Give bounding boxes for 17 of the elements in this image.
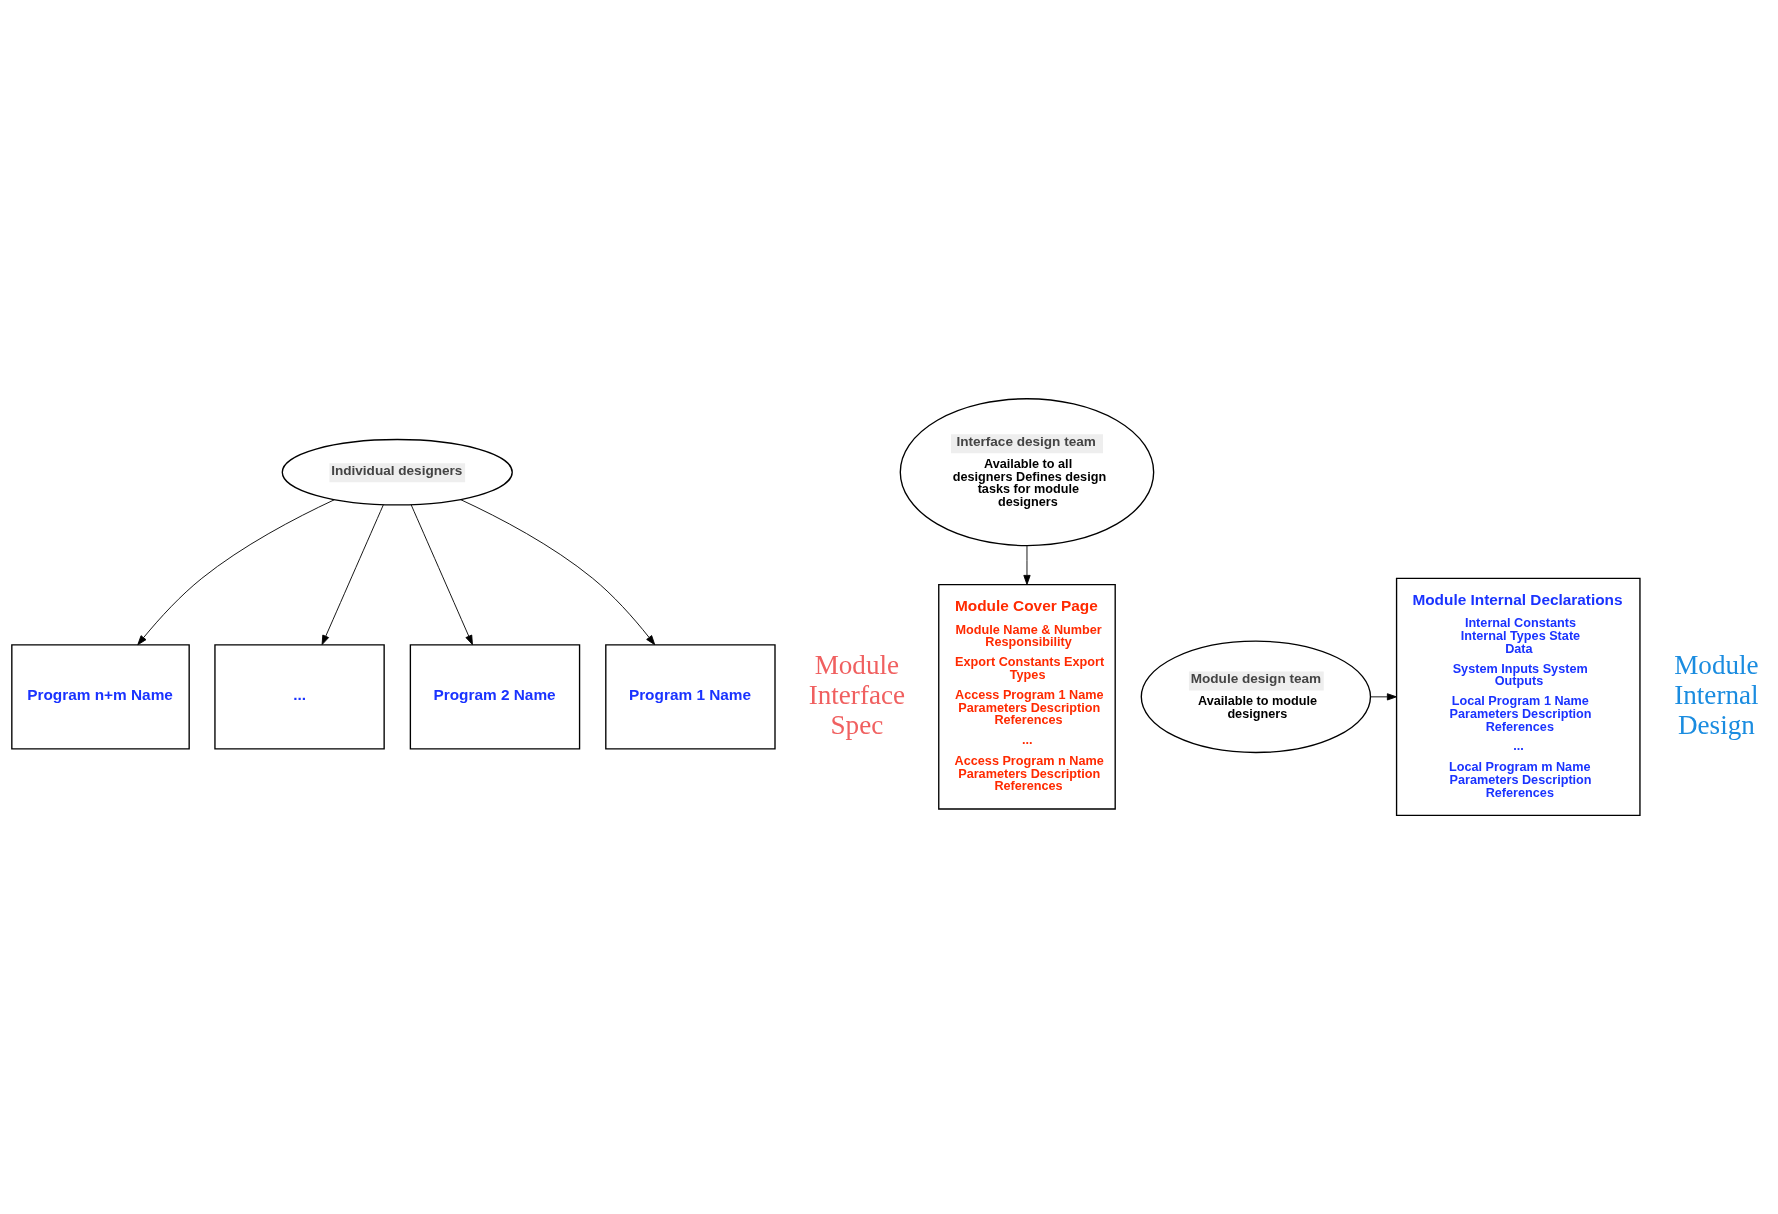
arrow — [460, 499, 656, 646]
arrow — [321, 504, 384, 646]
node-ellipse: Interface design team Available to all designers Defines design tasks for module designers — [899, 398, 1155, 547]
node-box: Program n+m Name — [11, 644, 190, 750]
node-box: Module Cover Page Module Name & Number Responsibility Export Constants Export Types Access Program 1 Name Parameters Description References ... Access Program n Name Parameters Description References — [938, 584, 1116, 810]
arrow — [137, 499, 335, 646]
node-ellipse: Module design team Available to module designers — [1140, 640, 1372, 754]
node-box: Program 2 Name — [409, 644, 581, 750]
node-ellipse: Individual designers — [281, 438, 513, 506]
arrow — [410, 504, 473, 646]
label: Module Internal Design — [1674, 649, 1759, 740]
node-box: Program 1 Name — [605, 644, 776, 750]
node-box: Module Internal Declarations Internal Constants Internal Types State Data System Inputs System Outputs Local Program 1 Name Parameters Description References ... Local Program m Name Parameters Description References — [1395, 577, 1641, 817]
arrow — [1023, 545, 1031, 585]
node-box: ... — [214, 644, 385, 750]
arrow — [1369, 693, 1397, 701]
label: Module Interface Spec — [808, 649, 906, 740]
